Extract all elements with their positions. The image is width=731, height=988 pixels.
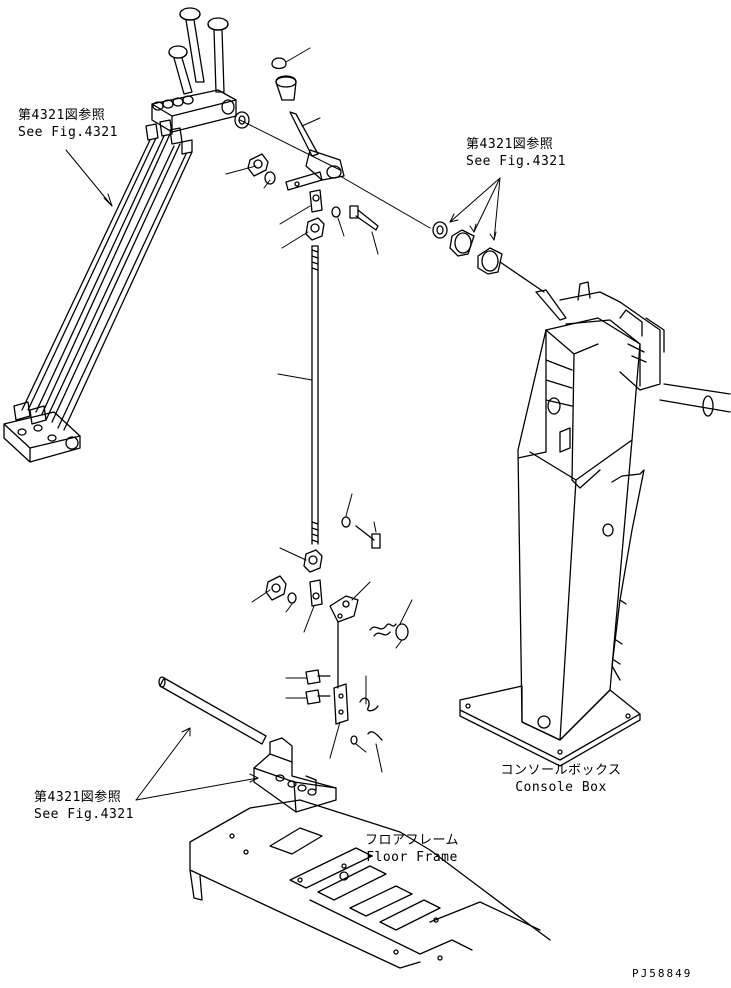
- drawing-code: PJ58849: [632, 967, 693, 980]
- cross-shaft-bracket: [158, 676, 337, 813]
- ref-left-label-jp: 第4321図参照: [18, 108, 106, 123]
- ref-top-label-en: See Fig.4321: [466, 154, 566, 169]
- ref-left-label-en: See Fig.4321: [18, 125, 118, 140]
- floor-frame-label-jp: フロアフレーム: [364, 833, 460, 848]
- upper-arm-parts: [247, 57, 379, 241]
- leader-lines: [65, 47, 501, 801]
- console-box: [432, 221, 731, 767]
- lower-linkage-parts: [265, 516, 409, 745]
- floor-frame-label-en: Floor Frame: [366, 850, 458, 865]
- console-box-label-en: Console Box: [515, 780, 607, 795]
- console-box-label-jp: コンソールボックス: [500, 763, 622, 778]
- lever-assembly: [3, 7, 250, 463]
- ref-bottom-label-jp: 第4321図参照: [34, 790, 122, 805]
- vertical-rod: [311, 245, 319, 545]
- ref-top-label-jp: 第4321図参照: [466, 137, 554, 152]
- floor-frame: [189, 799, 551, 969]
- ref-bottom-label-en: See Fig.4321: [34, 807, 134, 822]
